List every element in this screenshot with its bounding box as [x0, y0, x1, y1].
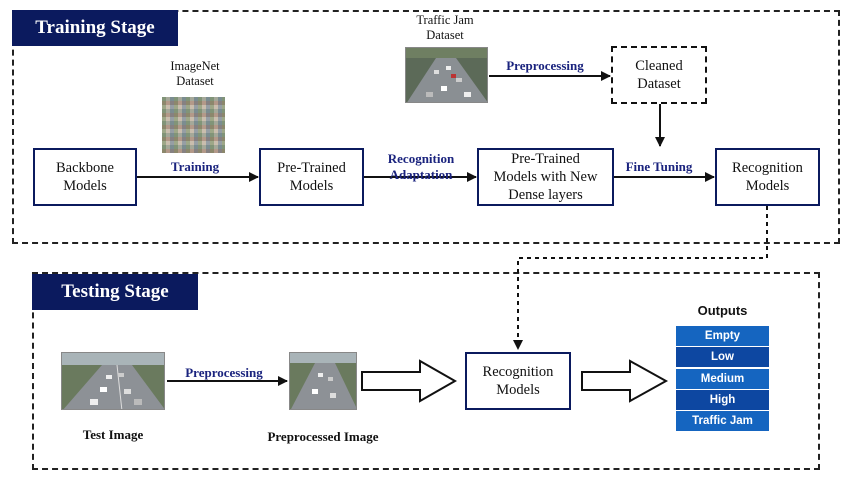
label-preprocessing-testing: Preprocessing	[185, 365, 263, 380]
pretrained-new-dense-box: Pre-Trained Models with New Dense layers	[477, 148, 614, 206]
backbone-models-box: Backbone Models	[33, 148, 137, 206]
label-preprocessing-training: Preprocessing	[506, 58, 584, 73]
output-low: Low	[676, 347, 769, 367]
block-arrow-preprocessed-to-recognition	[361, 359, 458, 403]
recognition-models-box-testing: Recognition Models	[465, 352, 571, 410]
test-image	[61, 352, 165, 410]
label-training: Training	[170, 159, 220, 174]
output-high: High	[676, 390, 769, 410]
pretrained-models-box: Pre-Trained Models	[259, 148, 364, 206]
recognition-models-box-training: Recognition Models	[715, 148, 820, 206]
imagenet-dataset-caption: ImageNet Dataset	[170, 59, 220, 88]
testing-stage-frame	[32, 272, 820, 470]
cleaned-dataset-box: Cleaned Dataset	[611, 46, 707, 104]
output-traffic-jam: Traffic Jam	[676, 411, 769, 431]
output-empty: Empty	[676, 326, 769, 346]
label-recognition-adaptation: Recognition Adaptation	[387, 151, 455, 183]
label-fine-tuning: Fine Tuning	[625, 159, 693, 174]
trafficjam-dataset-image	[405, 47, 488, 103]
testing-stage-title: Testing Stage	[32, 274, 198, 310]
preprocessed-image-caption: Preprocessed Image	[267, 429, 379, 444]
test-image-caption: Test Image	[82, 427, 144, 442]
dashed-arrow-training-to-testing	[513, 206, 768, 350]
preprocessed-image	[289, 352, 357, 410]
output-medium: Medium	[676, 369, 769, 389]
training-stage-title: Training Stage	[12, 10, 178, 46]
imagenet-mosaic-image	[162, 97, 225, 153]
trafficjam-dataset-caption: Traffic Jam Dataset	[416, 13, 474, 42]
outputs-title: Outputs	[697, 303, 748, 318]
block-arrow-recognition-to-outputs	[581, 359, 669, 403]
training-stage-frame	[12, 10, 840, 244]
